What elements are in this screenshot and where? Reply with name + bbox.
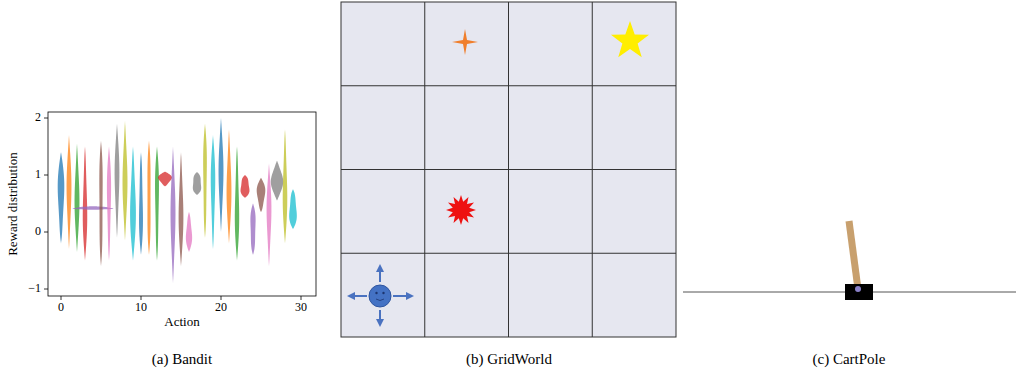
tick-label: 10 [135, 301, 147, 314]
violin [139, 152, 143, 255]
tick-label: −1 [28, 282, 41, 295]
violin [267, 164, 272, 267]
small-star [452, 29, 478, 55]
grid-ground [341, 2, 676, 337]
violin [99, 141, 102, 266]
cartpole [683, 221, 1016, 300]
violin [219, 118, 224, 232]
violin [171, 147, 176, 284]
violin [75, 144, 80, 252]
grid-lines [341, 2, 676, 337]
panel-caption: (b) GridWorld [466, 351, 552, 368]
tick-marks [44, 118, 301, 300]
hazard-burst [446, 195, 476, 225]
violin [123, 121, 128, 241]
violin [289, 189, 297, 229]
violin [203, 124, 207, 238]
violin [241, 175, 250, 198]
violin [130, 147, 136, 261]
agent [351, 268, 410, 323]
violin [186, 212, 192, 252]
tick-label: 0 [58, 301, 64, 314]
violin [107, 147, 111, 261]
cart [845, 284, 873, 300]
violin [155, 147, 159, 261]
violin [83, 147, 87, 261]
violin [211, 135, 215, 249]
axis-label: Action [164, 315, 199, 329]
violin [283, 129, 288, 243]
pole [849, 221, 858, 289]
bandit-plot [44, 112, 316, 300]
tick-label: 20 [215, 301, 227, 314]
panel-caption: (c) CartPole [813, 351, 886, 368]
axes-frame [48, 112, 316, 296]
violin [271, 161, 283, 201]
gridworld [341, 2, 676, 337]
violin [250, 204, 255, 255]
violin [257, 178, 266, 212]
tick-label: 1 [35, 168, 41, 181]
axis-label: Reward distribution [6, 152, 20, 256]
axle [855, 286, 861, 292]
violin [158, 172, 172, 187]
violin [227, 129, 232, 243]
panel-caption: (a) Bandit [152, 351, 212, 368]
violin-group [58, 118, 297, 283]
violin [58, 152, 65, 243]
goal-star [611, 21, 649, 57]
violin [67, 135, 72, 249]
tick-label: 0 [35, 225, 41, 238]
tick-label: 2 [35, 111, 41, 124]
violin [147, 141, 150, 255]
violin [193, 172, 201, 195]
violin [235, 147, 239, 261]
violin [115, 124, 120, 238]
violin [179, 152, 184, 266]
tick-label: 30 [295, 301, 307, 314]
